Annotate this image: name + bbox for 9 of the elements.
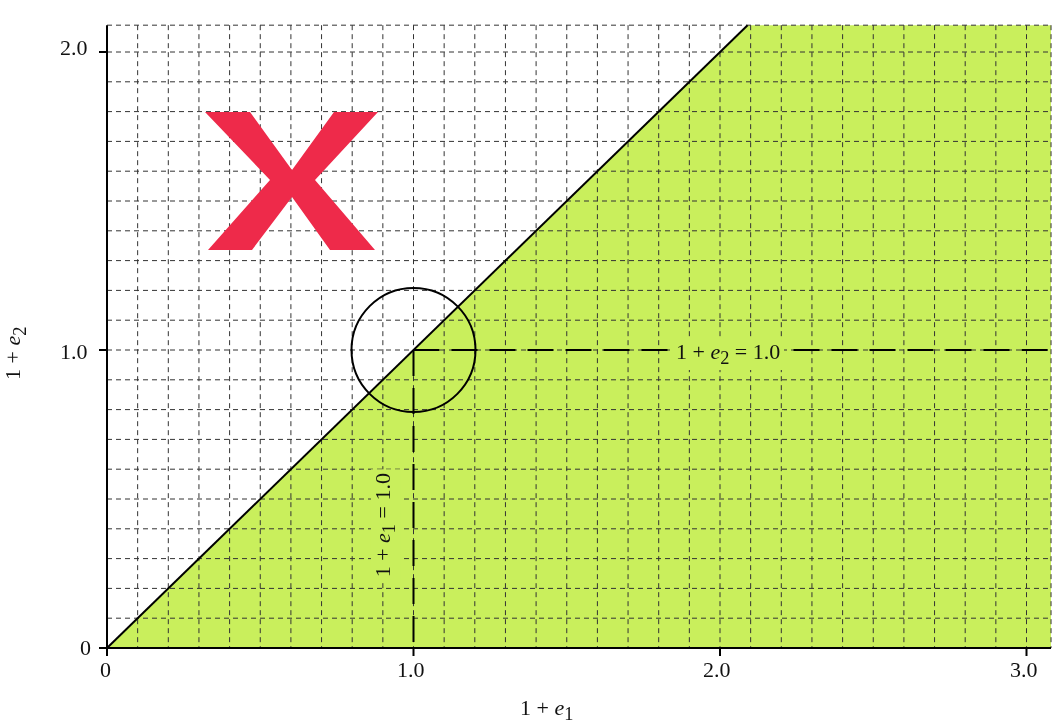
- tick-label: 1.0: [397, 658, 425, 682]
- tick-label: 1.0: [60, 340, 88, 364]
- tick-label: 2.0: [703, 658, 731, 682]
- tick-label: 0: [80, 636, 91, 660]
- tick-label: 2.0: [60, 36, 88, 60]
- tick-label: 0: [100, 658, 111, 682]
- line-label: 1 + e$_{2}$ = 1.0: [672, 340, 785, 371]
- tick-label: 3.0: [1010, 658, 1038, 682]
- axis-label: 1 + e$_{1}$: [520, 696, 574, 727]
